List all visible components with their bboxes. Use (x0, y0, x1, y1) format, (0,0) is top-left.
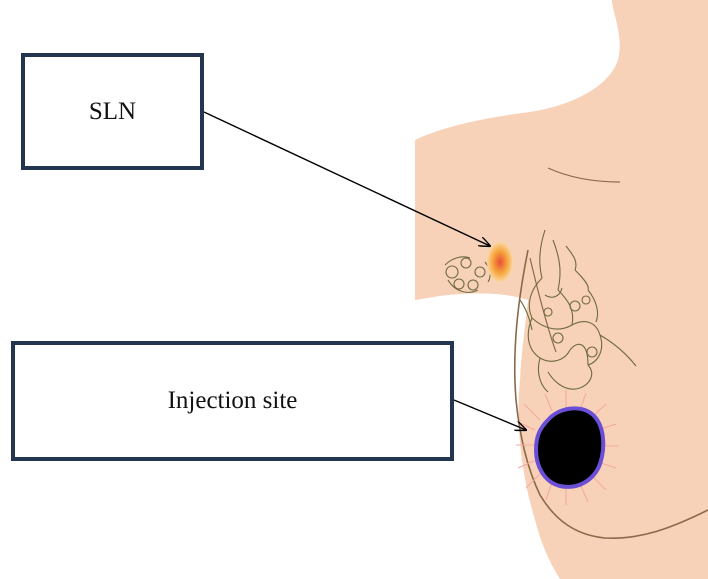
sln-label: SLN (89, 98, 136, 126)
injection-site-icon (536, 408, 603, 487)
sln-node-icon (487, 242, 513, 282)
injection-site-label-box: Injection site (11, 341, 454, 461)
sln-label-box: SLN (21, 53, 204, 170)
injection-arrow (454, 400, 526, 430)
injection-site-label: Injection site (168, 387, 298, 415)
